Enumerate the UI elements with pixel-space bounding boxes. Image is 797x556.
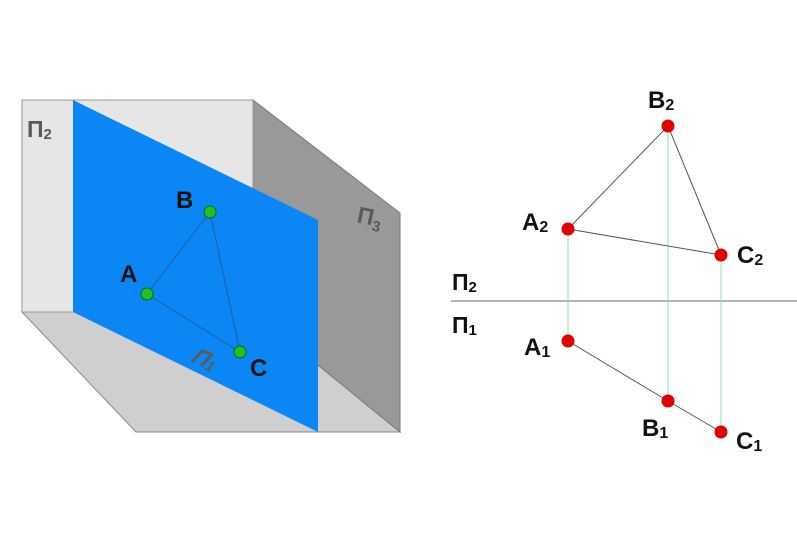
axis-label-p1: П1 [452, 312, 477, 339]
edge-a2b2 [567, 125, 669, 230]
label-a1: A1 [524, 334, 550, 361]
edge-a1b1 [567, 340, 669, 402]
edge-a2c2 [567, 228, 722, 256]
axis-label-p2: П2 [452, 269, 477, 296]
point-b [203, 205, 217, 219]
point-c [233, 345, 247, 359]
oblique-plane [73, 100, 318, 432]
label-b2: B2 [648, 87, 674, 114]
edge-bc [209, 211, 241, 353]
epure-view: П2 П1 B2 A2 C2 A1 B1 C1 [451, 87, 797, 455]
label-a: A [120, 261, 137, 288]
point-b2 [661, 119, 675, 133]
label-c1: C1 [736, 428, 762, 455]
point-b1 [661, 394, 675, 408]
label-c2: C2 [737, 242, 763, 269]
edge-ab [146, 211, 211, 295]
point-a2 [561, 222, 575, 236]
edge-b2c2 [667, 125, 722, 256]
label-c: C [250, 355, 267, 382]
point-c2 [714, 248, 728, 262]
point-c1 [714, 425, 728, 439]
edge-b1c1 [667, 400, 722, 433]
spatial-view: П2 П3 П1 A B C [20, 98, 402, 434]
point-a [140, 287, 154, 301]
label-b: B [176, 187, 193, 214]
plane-label-p3: П3 [354, 201, 385, 236]
point-a1 [561, 334, 575, 348]
edge-ac [146, 293, 241, 353]
label-a2: A2 [522, 209, 548, 236]
plane-label-p2: П2 [27, 116, 52, 143]
label-b1: B1 [642, 415, 668, 442]
